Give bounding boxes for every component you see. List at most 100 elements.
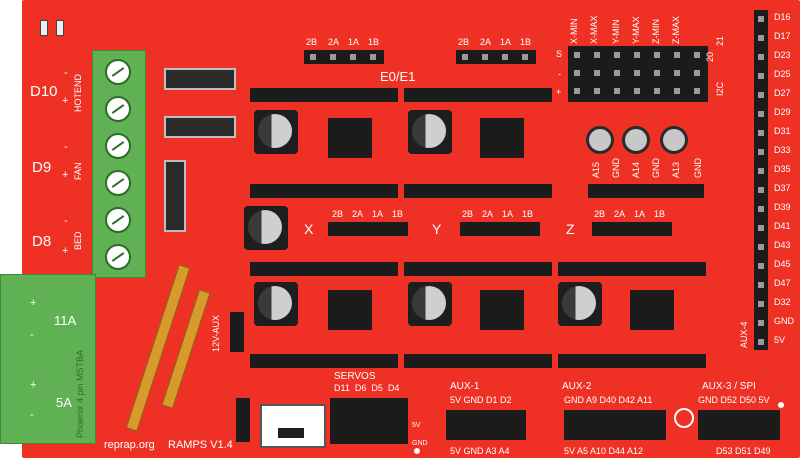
aux12v-header[interactable] <box>230 312 244 352</box>
aux4-pin-d45: D45 <box>774 259 791 269</box>
driver-socket[interactable] <box>558 262 706 276</box>
pin <box>758 339 764 345</box>
stepper-header-e1[interactable] <box>456 50 536 64</box>
thermistor-label-a15: A15 <box>591 161 601 178</box>
pin <box>758 73 764 79</box>
capacitor <box>408 282 452 326</box>
driver-socket[interactable] <box>250 184 398 198</box>
pin <box>634 70 640 76</box>
output-screw-terminal <box>92 50 146 278</box>
driver-socket[interactable] <box>404 88 552 102</box>
driver-label-y: Y <box>432 221 442 237</box>
thermistor-label-gnd: GND <box>651 158 661 178</box>
servo-gnd-label: GND <box>412 440 428 447</box>
pin <box>758 206 764 212</box>
aux1-label: AUX-1 <box>450 381 480 392</box>
pin <box>330 54 336 60</box>
pin <box>462 54 468 60</box>
power-input-terminal <box>0 274 96 444</box>
pin <box>594 70 600 76</box>
pin-label-2a: 2A <box>482 209 494 219</box>
pin-label-1b: 1B <box>520 37 532 47</box>
microstep-jumpers[interactable] <box>630 290 674 330</box>
thermistor-label-gnd: GND <box>693 158 703 178</box>
microstep-jumpers[interactable] <box>480 290 524 330</box>
servos-label: SERVOS <box>334 371 376 382</box>
pin <box>758 92 764 98</box>
pin-label-2a: 2A <box>352 209 364 219</box>
pin <box>654 88 660 94</box>
pin <box>350 54 356 60</box>
stepper-header-y[interactable] <box>460 222 540 236</box>
driver-socket[interactable] <box>404 184 552 198</box>
endstop-label-z-min: Z-MIN <box>651 19 661 44</box>
aux3-header[interactable] <box>698 410 780 440</box>
pin <box>634 88 640 94</box>
stepper-header-z[interactable] <box>592 222 672 236</box>
microstep-jumpers[interactable] <box>328 118 372 158</box>
capacitor <box>244 206 288 250</box>
pin-label-2b: 2B <box>332 209 344 219</box>
driver-socket[interactable] <box>404 262 552 276</box>
pin <box>654 70 660 76</box>
d9-label: D9 <box>32 159 52 176</box>
thermistor-label-a13: A13 <box>671 161 681 178</box>
stepper-header-x[interactable] <box>328 222 408 236</box>
capacitor <box>254 110 298 154</box>
thermistor-label-gnd: GND <box>611 158 621 178</box>
aux4-pin-d32: D32 <box>774 297 791 307</box>
endstop-label-x-max: X-MAX <box>589 15 599 44</box>
i2c-label: I2C <box>715 81 725 96</box>
small-header[interactable] <box>236 398 250 442</box>
driver-socket[interactable] <box>250 262 398 276</box>
pin <box>694 70 700 76</box>
aux4-pin-d37: D37 <box>774 183 791 193</box>
pin <box>758 320 764 326</box>
endstop-header[interactable] <box>568 46 708 102</box>
servo-header[interactable] <box>330 398 408 444</box>
screw <box>105 59 131 85</box>
amp-5a-label: 5A <box>56 395 72 410</box>
microstep-jumpers[interactable] <box>328 290 372 330</box>
pin <box>674 52 680 58</box>
minus-marker: - <box>64 141 68 153</box>
pin-label-2a: 2A <box>614 209 626 219</box>
aux4-header[interactable] <box>754 10 768 350</box>
pin-label-1a: 1A <box>372 209 384 219</box>
aux4-label: AUX-4 <box>739 321 749 348</box>
driver-socket[interactable] <box>250 354 398 368</box>
mounting-hole <box>778 402 784 408</box>
pin <box>614 88 620 94</box>
microstep-jumpers[interactable] <box>480 118 524 158</box>
pin-label-1a: 1A <box>502 209 514 219</box>
stepper-header-e0[interactable] <box>304 50 384 64</box>
pin <box>574 88 580 94</box>
amp-11a-label: 11A <box>54 313 77 328</box>
extruders-label: E0/E1 <box>380 69 416 84</box>
driver-socket[interactable] <box>250 88 398 102</box>
pin-label-1b: 1B <box>392 209 404 219</box>
driver-label-x: X <box>304 221 314 237</box>
pin-label-1a: 1A <box>634 209 646 219</box>
power-plus-marker: + <box>30 297 37 309</box>
pin <box>674 70 680 76</box>
plus-marker: + <box>62 169 69 181</box>
thermistor-header[interactable] <box>588 184 704 198</box>
thermistor-cap <box>622 126 650 154</box>
pin-label-1b: 1B <box>522 209 534 219</box>
aux1-bottom-pins: 5V GND A3 A4 <box>450 446 510 456</box>
screw <box>105 96 131 122</box>
pin <box>758 282 764 288</box>
driver-socket[interactable] <box>404 354 552 368</box>
aux1-header[interactable] <box>446 410 526 440</box>
aux2-header[interactable] <box>564 410 666 440</box>
aux2-bottom-pins: 5V A5 A10 D44 A12 <box>564 446 644 456</box>
driver-socket[interactable] <box>558 354 706 368</box>
pin <box>758 168 764 174</box>
phoenix-label: Phoenix 4 pin MSTBA <box>75 349 85 438</box>
reset-button[interactable] <box>260 404 326 448</box>
servo-pins-label: D11 D6 D5 D4 <box>334 383 400 393</box>
aux4-pin-d17: D17 <box>774 31 791 41</box>
endstop-label-z-max: Z-MAX <box>671 16 681 44</box>
